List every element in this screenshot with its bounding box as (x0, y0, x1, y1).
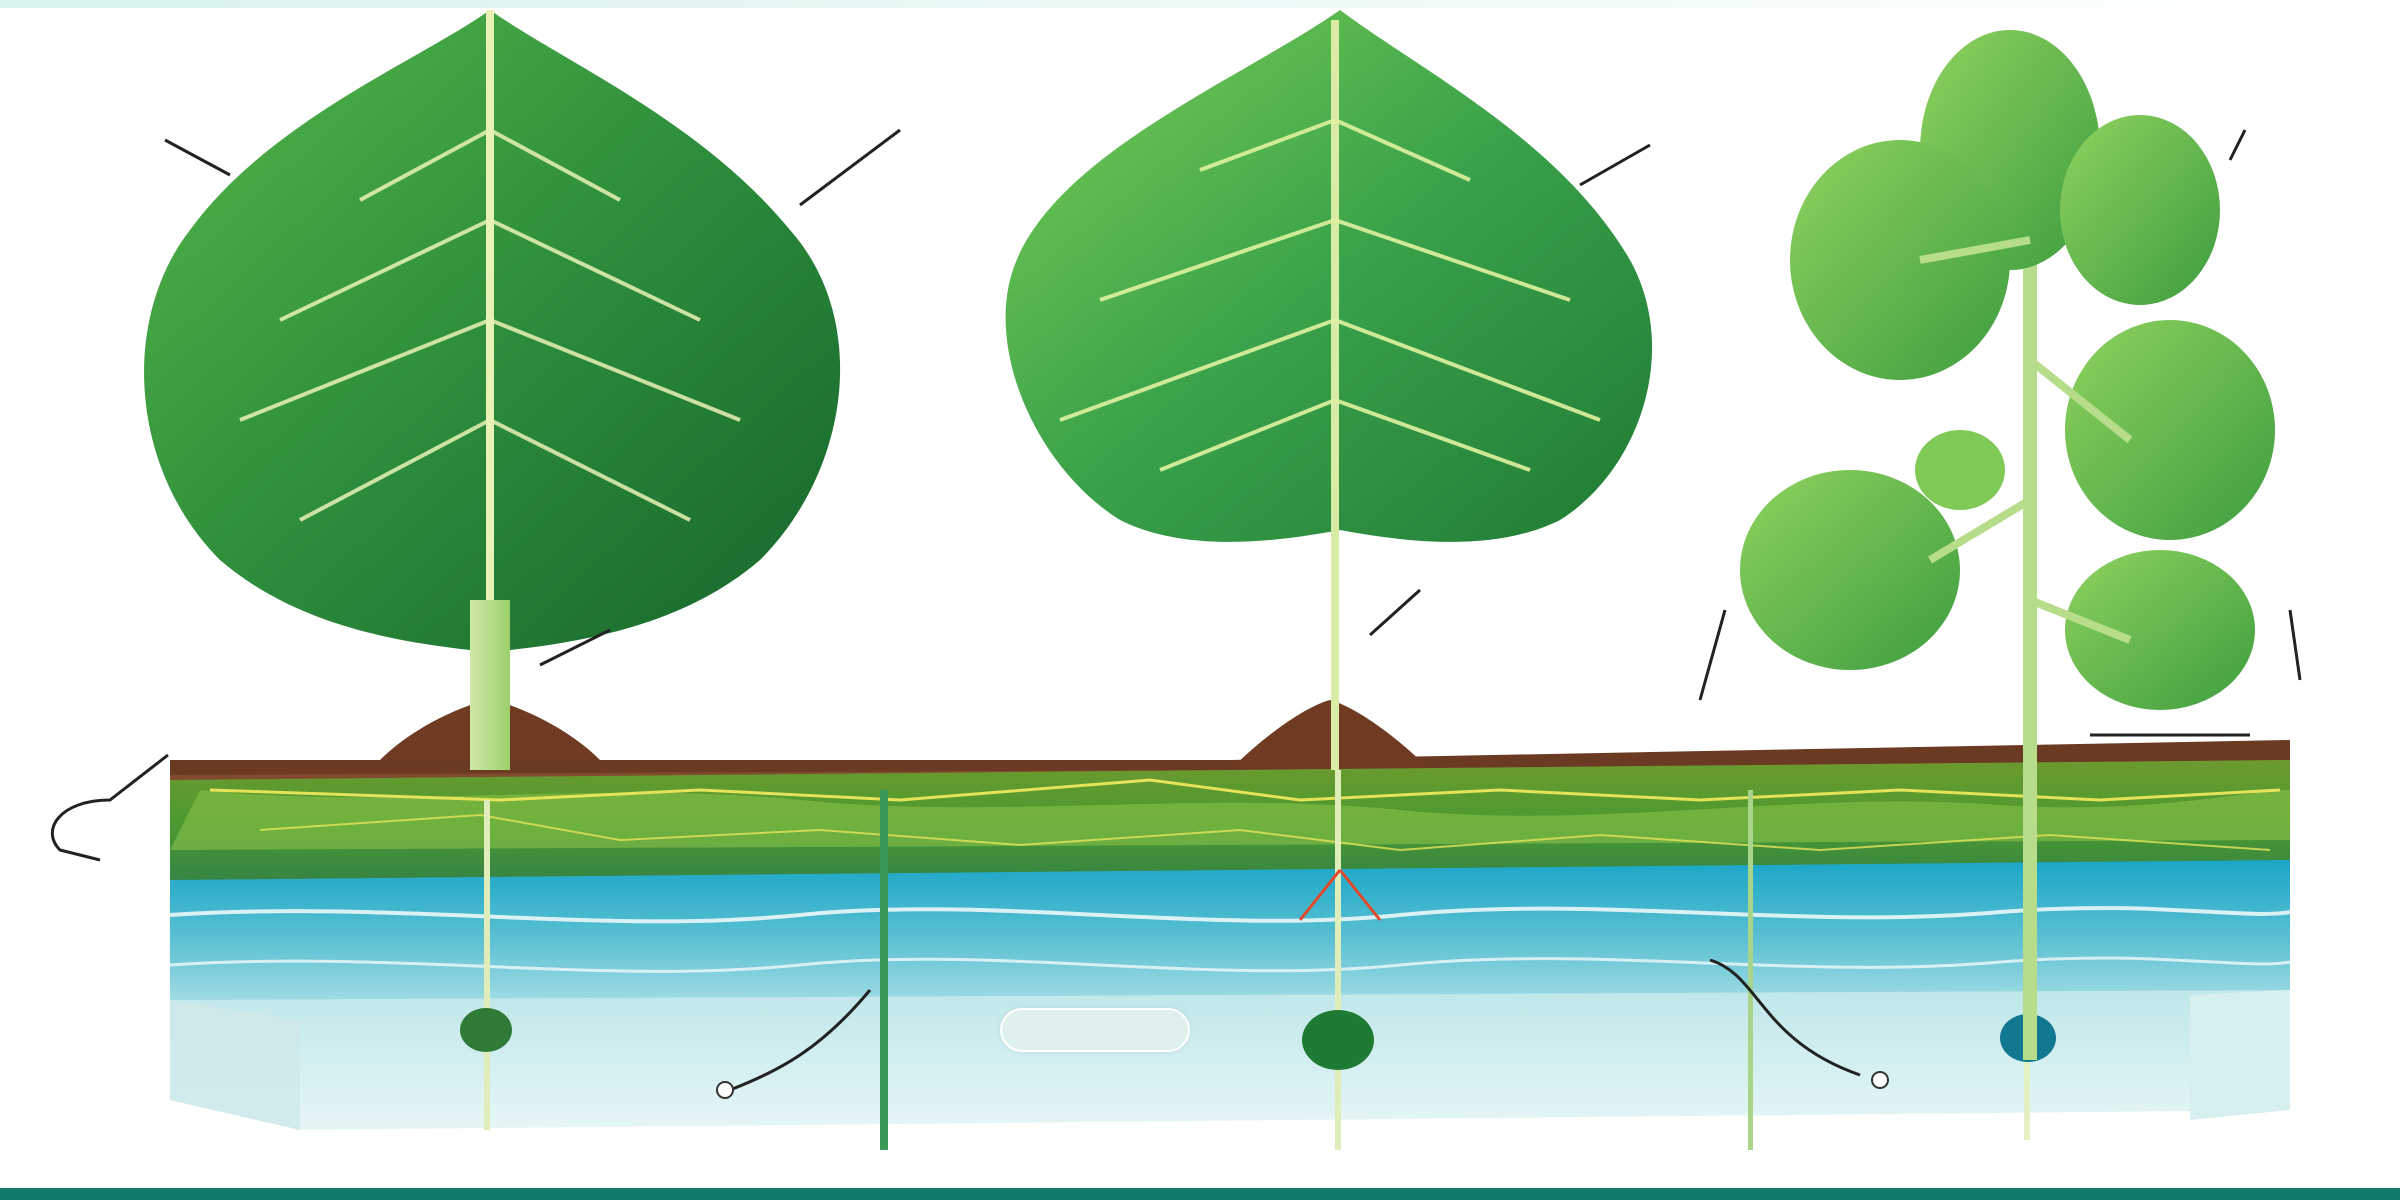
bottom-bar (0, 1188, 2400, 1200)
leaf-left (144, 10, 841, 770)
top-border (0, 0, 2400, 8)
plant-right (1740, 30, 2275, 1060)
leaf-middle (1005, 10, 1653, 770)
label-pill (1000, 1008, 1190, 1052)
soil-block (169, 700, 2291, 1150)
leader-lines (50, 128, 2302, 1092)
